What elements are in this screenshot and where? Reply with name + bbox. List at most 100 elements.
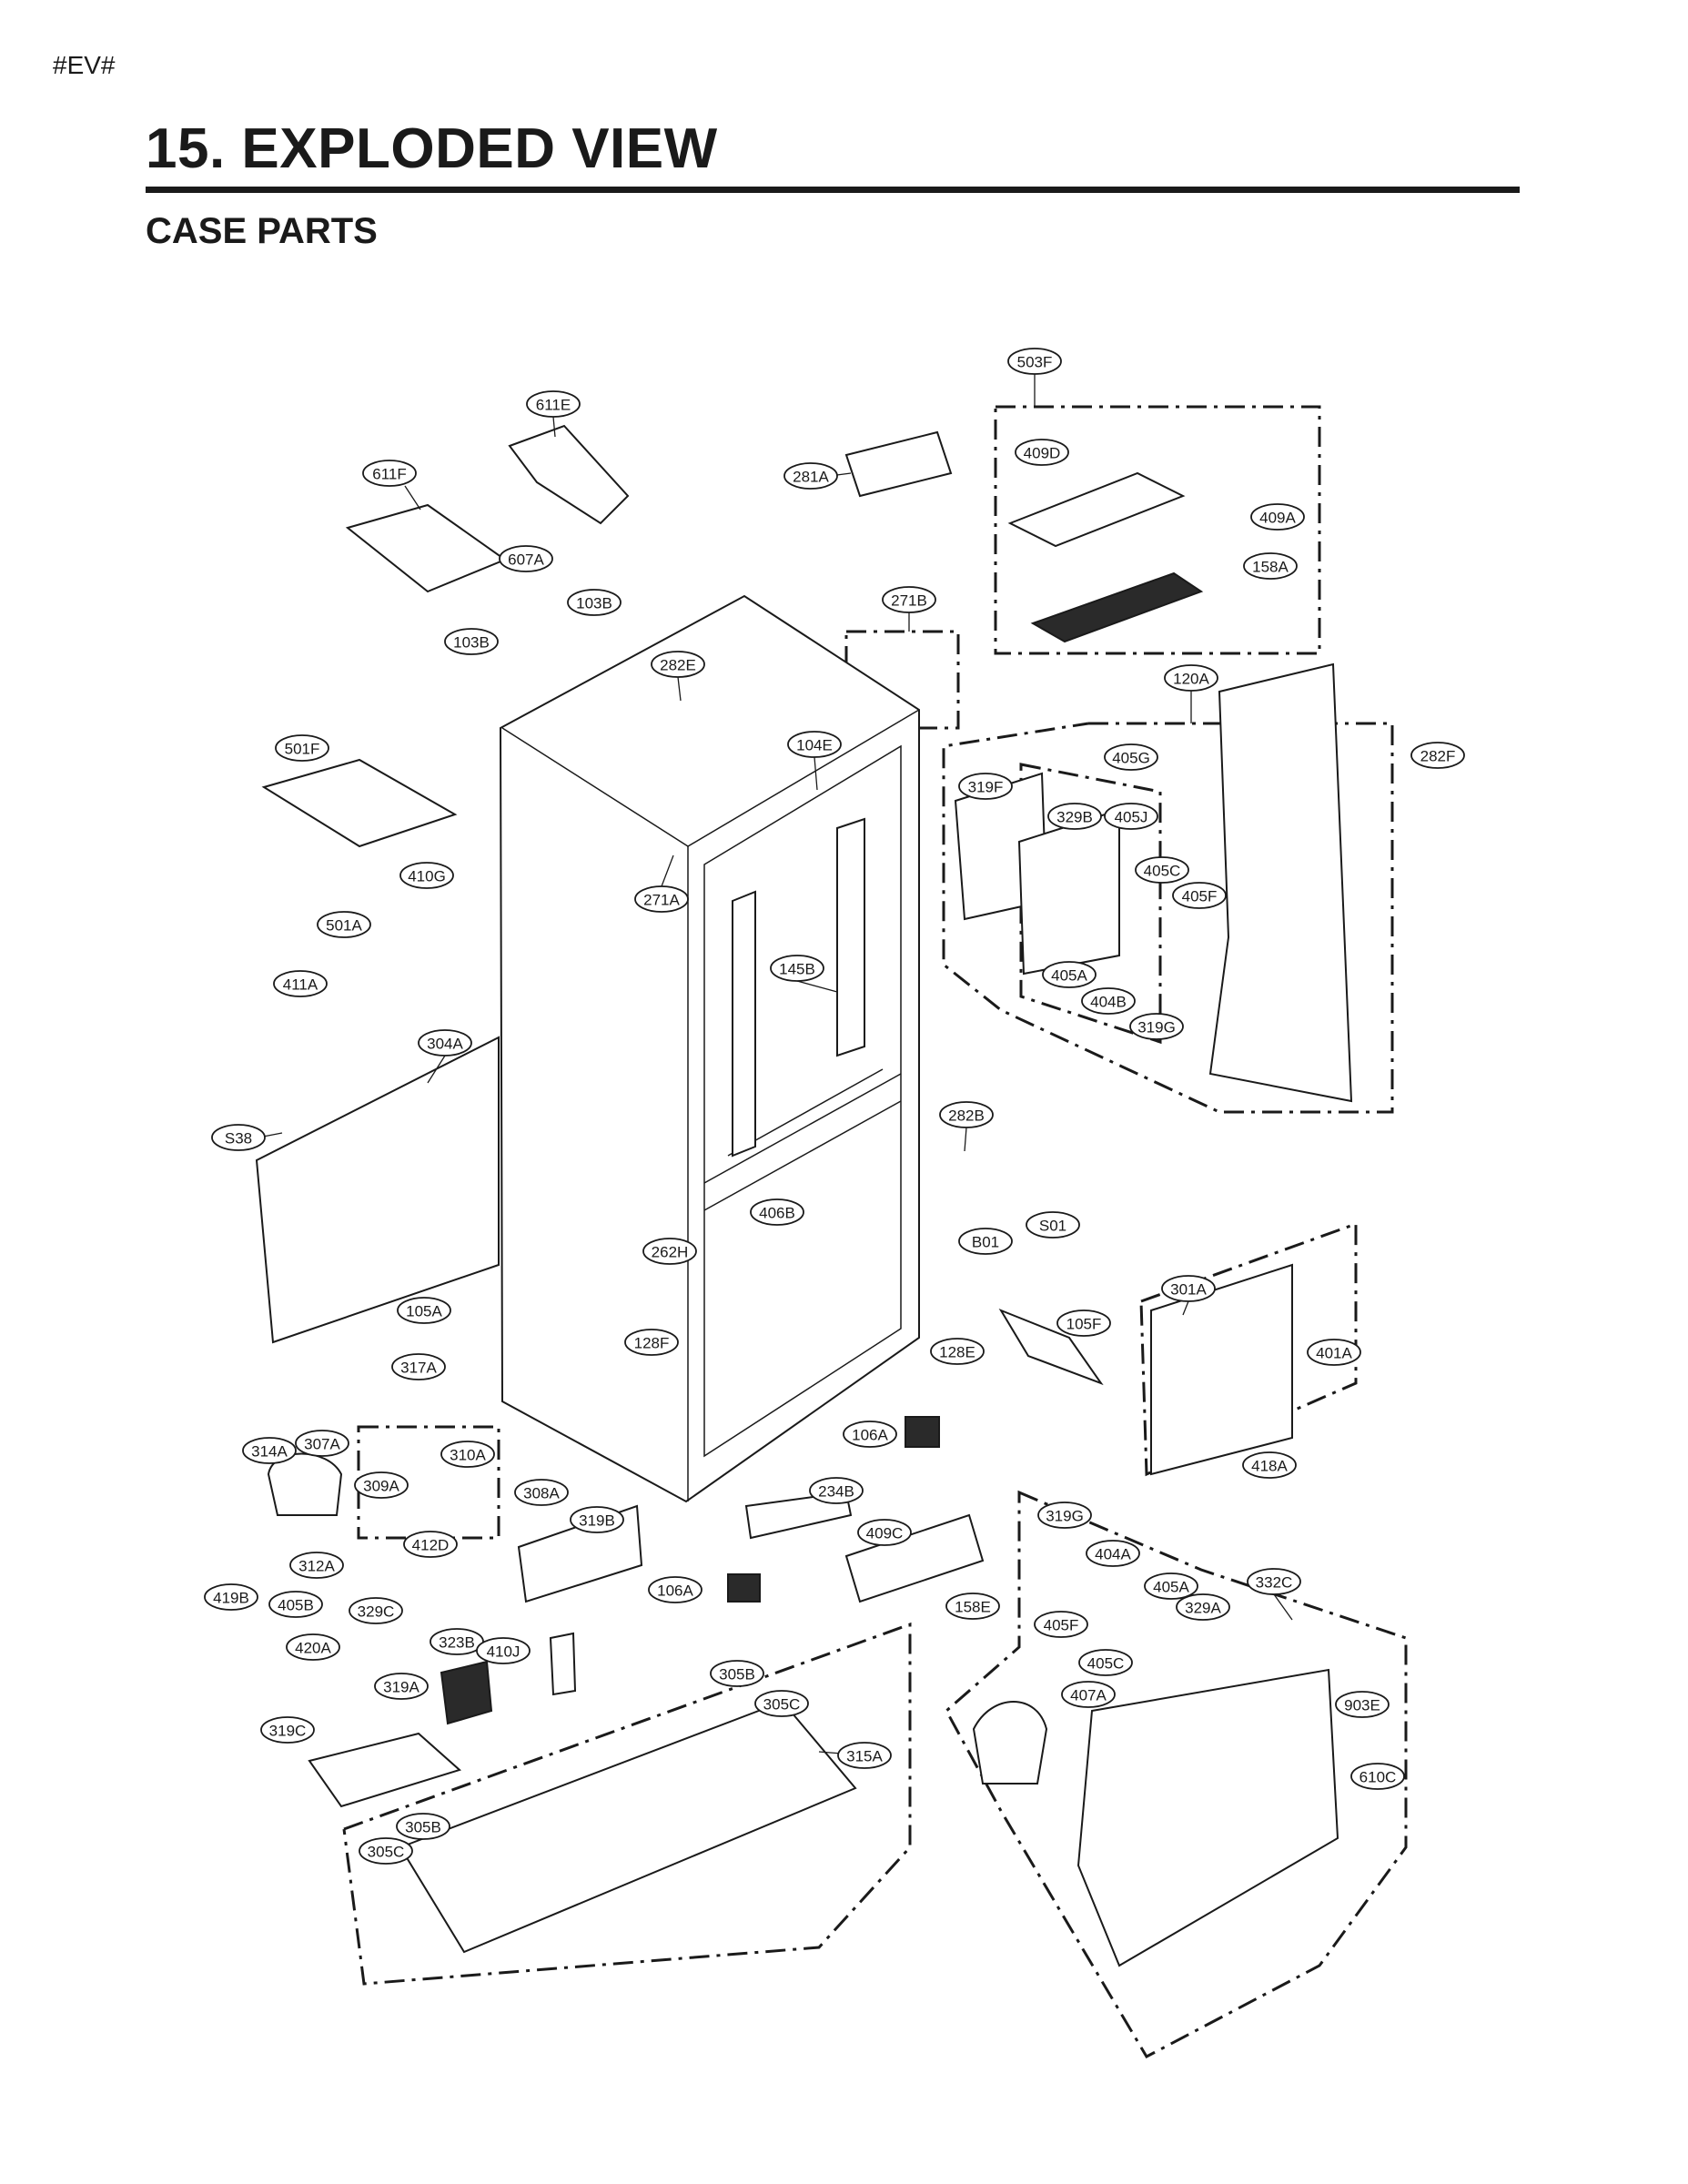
callout-label: 106A [852, 1427, 888, 1444]
callout-323b: 323B [430, 1628, 484, 1655]
callout-305c: 305C [359, 1837, 413, 1865]
callout-label: 281A [793, 469, 829, 486]
callout-label: 305C [368, 1844, 405, 1861]
callout-label: 903E [1344, 1697, 1380, 1714]
callout-label: 307A [304, 1436, 340, 1453]
callout-s38: S38 [211, 1124, 266, 1151]
callout-label: 301A [1170, 1281, 1207, 1299]
bracket-281a-shape [844, 430, 953, 498]
callout-315a: 315A [837, 1742, 892, 1769]
callout-label: 308A [523, 1485, 560, 1502]
callout-label: 282B [948, 1107, 985, 1125]
callout-label: 106A [657, 1582, 693, 1600]
callout-405a: 405A [1144, 1572, 1198, 1600]
callout-label: 158E [955, 1599, 991, 1616]
shroud-332c-shape [1076, 1668, 1339, 1967]
callout-305c: 305C [754, 1690, 809, 1717]
callout-405f: 405F [1034, 1611, 1088, 1638]
callout-405b: 405B [268, 1591, 323, 1618]
callout-label: 610C [1359, 1769, 1397, 1786]
callout-label: 412D [412, 1537, 450, 1554]
callout-305b: 305B [710, 1660, 764, 1687]
callout-611e: 611E [526, 390, 581, 418]
callout-label: 405A [1051, 967, 1087, 985]
part-shapes [255, 424, 1353, 1967]
callout-label: 410J [487, 1643, 521, 1661]
callout-234b: 234B [809, 1477, 864, 1504]
callout-503f: 503F [1007, 348, 1062, 375]
callout-label: 309A [363, 1478, 399, 1495]
callout-label: 317A [400, 1360, 437, 1377]
callout-label: 405F [1044, 1617, 1079, 1634]
duct-cover-shape [1208, 662, 1353, 1103]
callout-label: 410G [408, 868, 446, 885]
callout-label: 503F [1017, 354, 1053, 371]
callout-label: 103B [576, 595, 612, 612]
callout-405j: 405J [1104, 803, 1158, 830]
callout-label: 120A [1173, 671, 1209, 688]
callout-label: 282F [1420, 748, 1456, 765]
callout-label: 501F [285, 741, 320, 758]
callout-607a: 607A [499, 545, 553, 572]
callout-314a: 314A [242, 1437, 297, 1464]
callout-410j: 410J [476, 1637, 531, 1664]
callout-label: 611E [536, 397, 571, 414]
callout-label: 405C [1087, 1655, 1125, 1673]
callout-label: 319B [579, 1512, 615, 1530]
callout-304a: 304A [418, 1029, 472, 1057]
callout-label: 128F [634, 1335, 670, 1352]
bracket-105f-shape [998, 1308, 1104, 1386]
callout-s01: S01 [1026, 1211, 1080, 1239]
callout-319f: 319F [958, 773, 1013, 800]
callout-262h: 262H [642, 1238, 697, 1265]
callout-282e: 282E [651, 651, 705, 678]
callout-label: 329C [358, 1603, 395, 1621]
callout-310a: 310A [440, 1441, 495, 1468]
callout-label: 305B [405, 1819, 441, 1836]
callout-309a: 309A [354, 1471, 409, 1499]
cover-plate-shape [261, 758, 458, 848]
callout-label: 404A [1095, 1546, 1131, 1563]
callout-label: 319F [968, 779, 1004, 796]
callout-label: 409C [866, 1525, 904, 1542]
callout-611f: 611F [362, 460, 417, 487]
callout-281a: 281A [783, 462, 838, 490]
callout-329b: 329B [1047, 803, 1102, 830]
callout-319g: 319G [1037, 1502, 1092, 1529]
ice-maker-shape [508, 424, 630, 525]
callout-label: 145B [779, 961, 815, 978]
callout-404b: 404B [1081, 987, 1136, 1015]
callout-903e: 903E [1335, 1691, 1390, 1718]
callout-128e: 128E [930, 1338, 985, 1365]
callout-105f: 105F [1056, 1309, 1111, 1337]
callout-418a: 418A [1242, 1451, 1297, 1479]
callout-label: 305B [719, 1666, 755, 1684]
callout-label: 319G [1046, 1508, 1084, 1525]
callout-105a: 105A [397, 1297, 451, 1324]
callout-104e: 104E [787, 731, 842, 758]
callout-label: B01 [972, 1234, 999, 1251]
callout-label: 104E [796, 737, 833, 754]
callout-410g: 410G [399, 862, 454, 889]
callout-420a: 420A [286, 1633, 340, 1661]
callout-label: 103B [453, 634, 490, 652]
callout-label: 406B [759, 1205, 795, 1222]
callout-412d: 412D [403, 1531, 458, 1558]
led-board-shape [1007, 471, 1186, 548]
callout-label: 418A [1251, 1458, 1288, 1475]
callout-158e: 158E [945, 1592, 1000, 1620]
callout-label: 611F [372, 466, 407, 483]
callout-319a: 319A [374, 1673, 429, 1700]
callout-label: 319A [383, 1679, 419, 1696]
callout-405g: 405G [1104, 743, 1158, 771]
callout-405a: 405A [1042, 961, 1097, 988]
callout-label: 407A [1070, 1687, 1107, 1704]
callout-307a: 307A [295, 1430, 349, 1457]
callout-label: 405A [1153, 1579, 1189, 1596]
fan-407a-shape [972, 1701, 1048, 1785]
callout-label: 271B [891, 592, 927, 610]
callout-label: 401A [1316, 1345, 1352, 1362]
callout-label: 158A [1252, 559, 1289, 576]
cover-319a-shape [308, 1732, 461, 1808]
